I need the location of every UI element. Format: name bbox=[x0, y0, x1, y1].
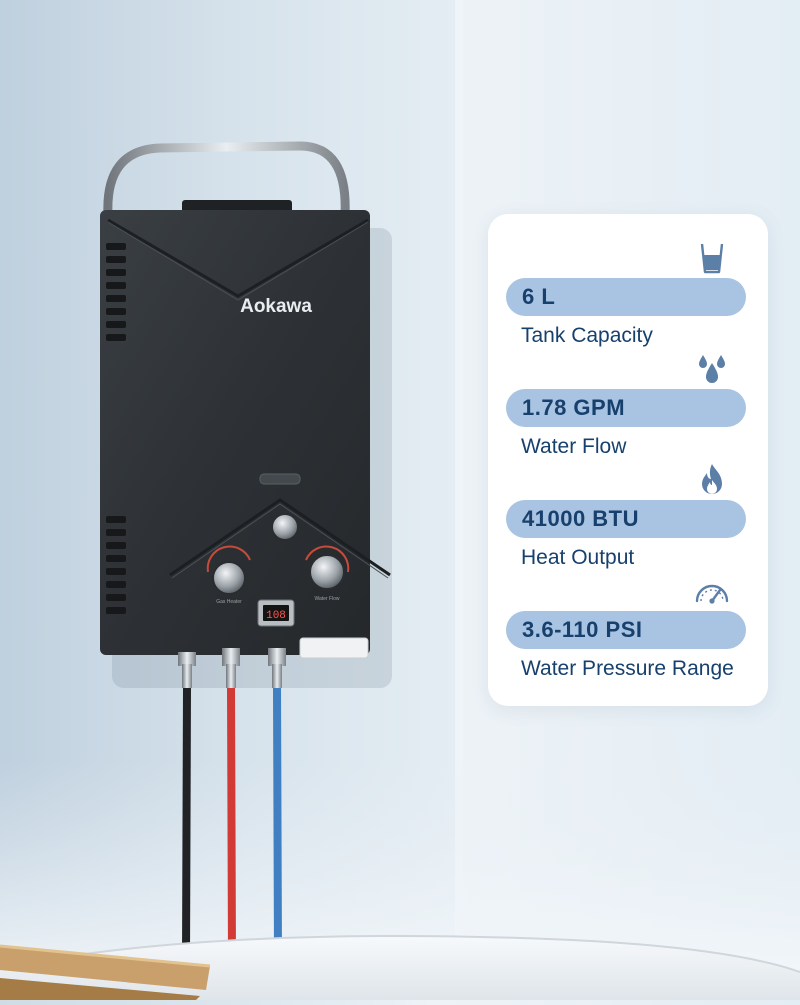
water-scale-arc bbox=[305, 545, 350, 573]
flame-window bbox=[259, 473, 301, 485]
front-crease-top bbox=[107, 218, 369, 298]
display-reading: 108 bbox=[266, 610, 286, 622]
gas-knob-caption: Gas Heater bbox=[216, 599, 242, 605]
led-display bbox=[263, 605, 289, 621]
water-drops-icon bbox=[699, 355, 725, 383]
gas-hose bbox=[182, 687, 191, 961]
brand-logo: Aokawa bbox=[240, 296, 312, 317]
wall-edge bbox=[455, 0, 463, 1000]
gas-fitting bbox=[178, 652, 196, 666]
spec-heat-output: 41000 BTU Heat Output bbox=[488, 462, 768, 570]
gas-knob[interactable] bbox=[212, 561, 246, 595]
spec-label: Heat Output bbox=[521, 546, 635, 569]
water-knob-caption: Water Flow bbox=[314, 596, 339, 602]
spec-tank-capacity: 6 L Tank Capacity bbox=[488, 240, 768, 348]
spec-value: 6 L bbox=[522, 284, 556, 309]
spec-label: Water Pressure Range bbox=[521, 657, 734, 680]
pressure-gauge-icon bbox=[695, 584, 729, 604]
spec-label: Tank Capacity bbox=[521, 324, 653, 347]
water-knob[interactable] bbox=[309, 554, 345, 590]
spec-pill bbox=[506, 500, 746, 538]
spec-pill bbox=[506, 278, 746, 316]
spec-water-flow: 1.78 GPM Water Flow bbox=[488, 351, 768, 459]
heater-body bbox=[100, 210, 370, 655]
vent-slots-bottom bbox=[106, 516, 126, 614]
spec-value: 3.6-110 PSI bbox=[522, 617, 643, 642]
spec-card: 6 L Tank Capacity 1.78 GPM Water Flow 41… bbox=[488, 214, 768, 706]
cold-fitting bbox=[268, 648, 286, 666]
spec-label: Water Flow bbox=[521, 435, 627, 458]
spec-value: 41000 BTU bbox=[522, 506, 640, 531]
control-panel-crease bbox=[169, 498, 391, 577]
wooden-tray bbox=[0, 946, 210, 990]
cold-water-hose bbox=[273, 687, 282, 961]
spec-pressure-range: 3.6-110 PSI Water Pressure Range bbox=[488, 573, 768, 681]
vent-slots-top bbox=[106, 243, 126, 341]
gas-scale-arc bbox=[206, 545, 251, 573]
carry-handle bbox=[103, 141, 350, 220]
spec-pill bbox=[506, 389, 746, 427]
hot-water-hose bbox=[227, 687, 236, 961]
spec-value: 1.78 GPM bbox=[522, 395, 626, 420]
hot-fitting bbox=[222, 648, 240, 666]
power-knob[interactable] bbox=[271, 513, 299, 541]
bottom-bracket bbox=[299, 637, 369, 659]
water-glass-icon bbox=[700, 243, 724, 274]
spec-pill bbox=[506, 611, 746, 649]
front-crease-highlight bbox=[107, 221, 369, 301]
flame-icon bbox=[702, 464, 722, 494]
